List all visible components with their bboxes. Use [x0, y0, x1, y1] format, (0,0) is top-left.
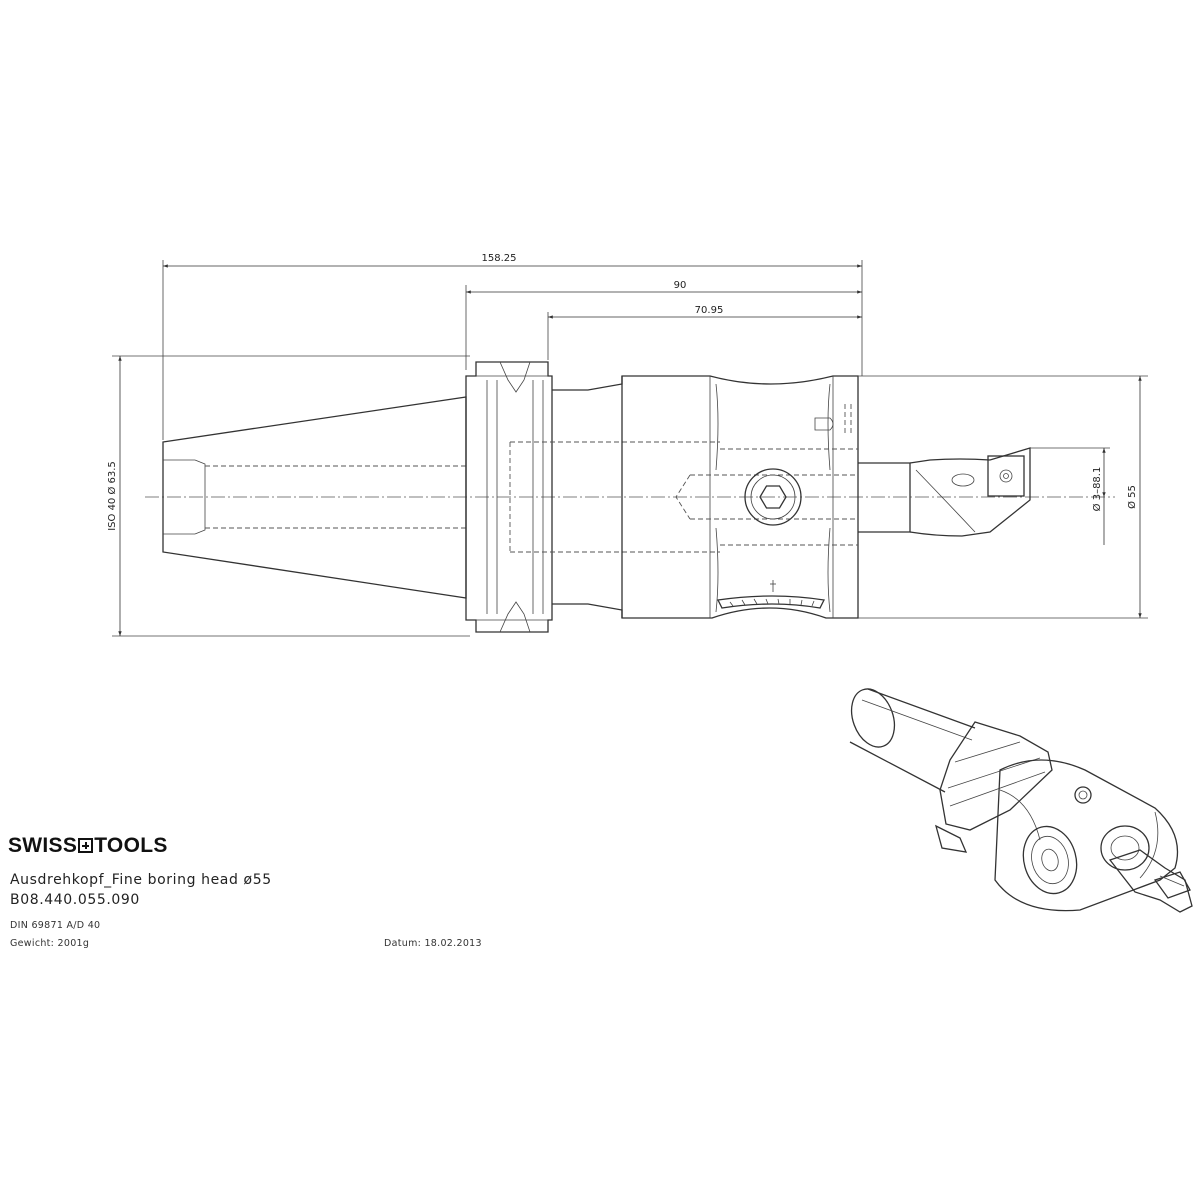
dim-flange-dia: ISO 40 Ø 63.5 — [106, 461, 118, 531]
dim-head-dia: Ø 55 — [1126, 485, 1138, 509]
clamp-screw — [744, 468, 802, 526]
dim-boring-range: Ø 3–88.1 — [1091, 467, 1103, 512]
brand-left: SWISS — [8, 834, 78, 857]
hex-socket-icon — [759, 485, 787, 509]
part-number: B08.440.055.090 — [10, 892, 140, 908]
brand-logo: SWISS TOOLS — [8, 834, 168, 858]
swiss-cross-icon — [78, 838, 94, 853]
date-label: Datum: 18.02.2013 — [384, 938, 482, 949]
insert-icon — [987, 455, 1025, 497]
brand-right: TOOLS — [94, 834, 168, 857]
dim-length-70-95: 70.95 — [695, 305, 724, 316]
flange — [465, 361, 553, 633]
standard-spec: DIN 69871 A/D 40 — [10, 920, 101, 931]
boring-head-body — [621, 375, 859, 619]
side-view — [145, 361, 1115, 633]
dimensions: 158.25 90 70.95 ISO 40 Ø 63.5 Ø 3–88.1 Ø… — [106, 253, 1148, 637]
dim-overall-length: 158.25 — [482, 253, 517, 264]
scale-dial-icon — [717, 595, 825, 609]
boring-bar — [858, 447, 1031, 537]
dim-length-90: 90 — [674, 280, 687, 291]
taper-shank — [162, 396, 467, 599]
isometric-view — [849, 688, 1193, 913]
part-description: Ausdrehkopf_Fine boring head ø55 — [10, 872, 272, 888]
iso-screw — [1074, 786, 1092, 804]
weight-label: Gewicht: 2001g — [10, 938, 90, 949]
